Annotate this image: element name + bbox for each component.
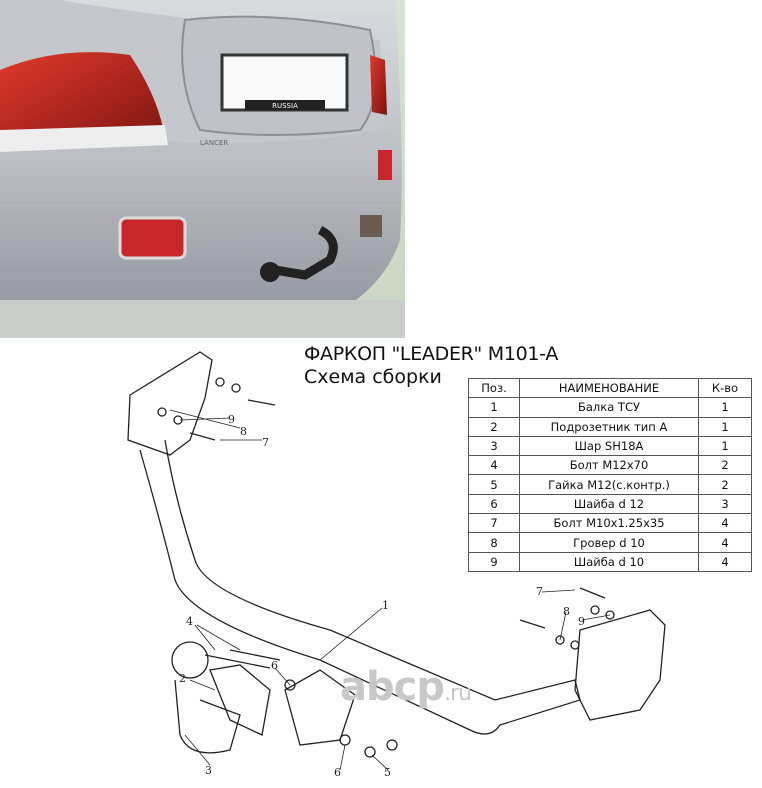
- callout-2: 2: [179, 672, 186, 685]
- cell-qty: 4: [698, 513, 752, 534]
- right-bracket: [574, 609, 666, 721]
- cell-qty: 3: [698, 493, 752, 515]
- cell-name: Болт М10х1.25х35: [519, 513, 699, 534]
- cell-name: Болт М12х70: [519, 455, 699, 476]
- leader-lines: [169, 409, 611, 771]
- column-header: Поз.: [468, 377, 520, 399]
- cell-qty: 1: [698, 435, 752, 457]
- column-header: НАИМЕНОВАНИЕ: [519, 377, 699, 399]
- ball-mount: [174, 679, 241, 754]
- callout-9: 9: [578, 615, 585, 628]
- plate-text: RUSSIA: [272, 102, 298, 110]
- cell-name: Балка ТСУ: [519, 397, 699, 418]
- cell-qty: 2: [698, 455, 752, 476]
- badge-text: LANCER: [200, 139, 228, 147]
- cell-pos: 3: [468, 435, 520, 457]
- cell-qty: 1: [698, 397, 752, 418]
- cell-name: Гровер d 10: [519, 532, 699, 553]
- assembly-diagram: 9 8 7 1 7 8 9 4 2 6 3 6 5: [127, 351, 666, 779]
- cell-qty: 4: [698, 532, 752, 553]
- left-bracket: [127, 351, 213, 456]
- cell-name: Шайба d 12: [519, 493, 699, 515]
- cell-pos: 2: [468, 416, 520, 437]
- callout-9: 9: [228, 413, 235, 426]
- cell-name: Подрозетник тип А: [519, 416, 699, 437]
- cell-qty: 1: [698, 416, 752, 437]
- page-subtitle: Схема сборки: [304, 366, 442, 388]
- cell-name: Шайба d 10: [519, 551, 699, 572]
- watermark-logo: abcp.ru: [340, 664, 472, 710]
- car-rear-photo: RUSSIA LANCER: [0, 0, 405, 338]
- callout-3: 3: [205, 764, 212, 777]
- callout-8: 8: [563, 605, 570, 618]
- cell-pos: 1: [468, 397, 520, 418]
- table-header-row: Поз. НАИМЕНОВАНИЕ К-во: [468, 377, 752, 399]
- cell-pos: 4: [468, 455, 520, 476]
- mount-plate: [284, 669, 356, 746]
- cell-name: Гайка М12(с.контр.): [519, 474, 699, 495]
- callout-1: 1: [382, 599, 389, 612]
- tow-ball: [171, 641, 209, 679]
- cell-pos: 5: [468, 474, 520, 495]
- callout-5: 5: [384, 766, 391, 779]
- cell-name: Шар SH18A: [519, 435, 699, 457]
- bolts: [189, 399, 606, 669]
- callout-6: 6: [271, 659, 278, 672]
- callout-8: 8: [240, 425, 247, 438]
- callout-4: 4: [186, 615, 193, 628]
- column-header: К-во: [698, 377, 752, 399]
- cell-pos: 8: [468, 532, 520, 553]
- tow-beam: [139, 439, 581, 735]
- cell-qty: 2: [698, 474, 752, 495]
- callout-7: 7: [262, 436, 269, 449]
- cell-pos: 6: [468, 493, 520, 515]
- callout-7: 7: [536, 585, 543, 598]
- callout-6: 6: [334, 766, 341, 779]
- page-title: ФАРКОП "LEADER" M101-A: [304, 343, 559, 365]
- cell-pos: 7: [468, 513, 520, 534]
- cell-qty: 4: [698, 551, 752, 572]
- socket-bracket: [209, 664, 271, 736]
- cell-pos: 9: [468, 551, 520, 572]
